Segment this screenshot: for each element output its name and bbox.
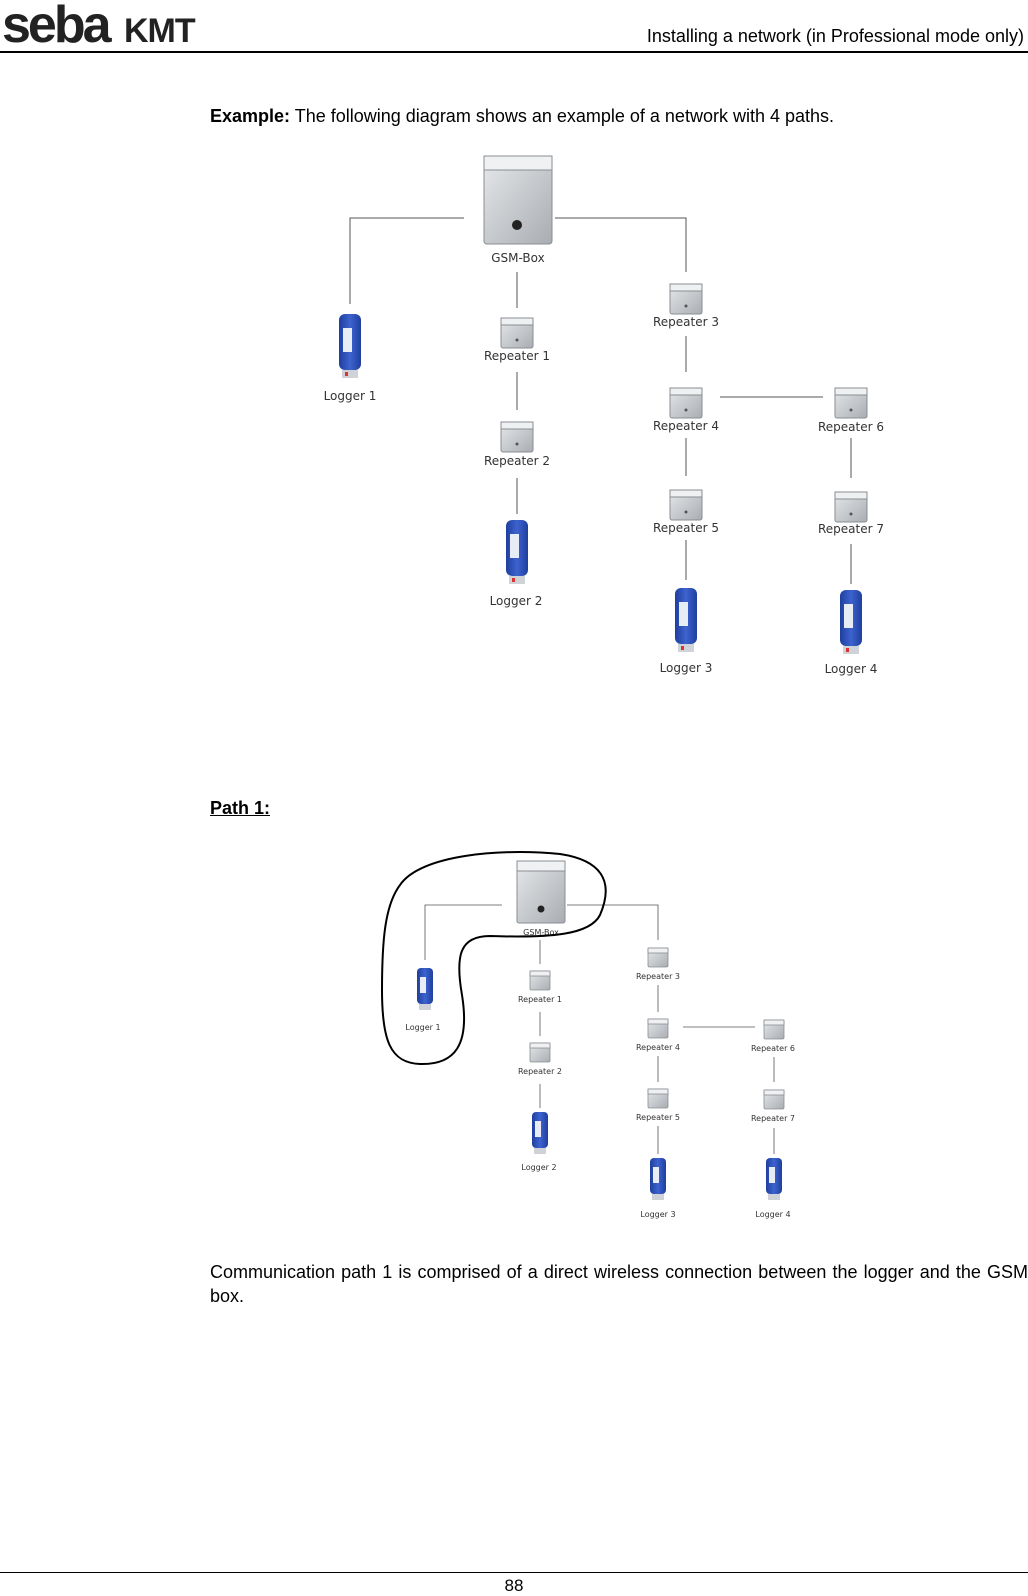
repeater-label: Repeater 1	[518, 995, 562, 1004]
intro-label: Example:	[210, 106, 291, 126]
logger-icon	[650, 1158, 666, 1200]
header-title: Installing a network (in Professional mo…	[646, 26, 1024, 46]
repeater-icon	[647, 947, 669, 968]
path1-diagram: GSM-Box Repeater 1 Repeater 2 Repeater 3…	[380, 851, 795, 1219]
logger-icon	[417, 968, 433, 1010]
footer-divider	[0, 1572, 1028, 1573]
logger-label: Logger 2	[521, 1163, 556, 1172]
repeater-label: Repeater 4	[653, 419, 719, 433]
page-number: 88	[504, 1576, 524, 1595]
repeater-label: Repeater 1	[484, 349, 550, 363]
logger-icon	[532, 1112, 548, 1154]
logger-label: Logger 4	[755, 1210, 790, 1219]
repeater-label: Repeater 6	[751, 1044, 795, 1053]
logger-label: Logger 3	[660, 661, 713, 675]
repeater-label: Repeater 3	[636, 972, 680, 981]
repeater-icon	[529, 970, 551, 991]
sebakmt-logo: seba KMT	[2, 0, 197, 48]
repeater-icon	[763, 1089, 785, 1110]
logger-label: Logger 3	[640, 1210, 675, 1219]
intro-text: Example: The following diagram shows an …	[210, 106, 834, 127]
repeater-label: Repeater 6	[818, 420, 884, 434]
logger-label: Logger 1	[324, 389, 377, 403]
network-diagram: GSM-Box Repeater 1 Repeater 2 Repeater 3…	[324, 155, 884, 676]
repeater-label: Repeater 5	[653, 521, 719, 535]
gsm-box-label: GSM-Box	[523, 928, 559, 937]
gsm-box-label: GSM-Box	[491, 251, 544, 265]
path1-highlight-outline	[380, 851, 607, 1066]
repeater-label: Repeater 7	[751, 1114, 795, 1123]
repeater-icon	[763, 1019, 785, 1040]
logger-label: Logger 2	[490, 594, 543, 608]
repeater-label: Repeater 2	[484, 454, 550, 468]
gsm-box-icon	[516, 860, 566, 924]
repeater-label: Repeater 4	[636, 1043, 680, 1052]
repeater-label: Repeater 5	[636, 1113, 680, 1122]
gsm-box-icon	[483, 155, 553, 245]
repeater-icon	[647, 1088, 669, 1109]
path1-description: Communication path 1 is comprised of a d…	[210, 1262, 1028, 1306]
repeater-label: Repeater 3	[653, 315, 719, 329]
intro-body: The following diagram shows an example o…	[290, 106, 835, 126]
repeater-icon	[529, 1042, 551, 1063]
repeater-label: Repeater 7	[818, 522, 884, 536]
path1-heading: Path 1:	[210, 798, 271, 818]
repeater-icon	[647, 1018, 669, 1039]
logger-icon	[766, 1158, 782, 1200]
repeater-label: Repeater 2	[518, 1067, 562, 1076]
header-divider	[0, 51, 1028, 53]
svg-text:seba: seba	[2, 0, 113, 48]
svg-text:KMT: KMT	[124, 12, 196, 48]
logger-label: Logger 4	[825, 662, 878, 676]
logger-label: Logger 1	[405, 1023, 440, 1032]
